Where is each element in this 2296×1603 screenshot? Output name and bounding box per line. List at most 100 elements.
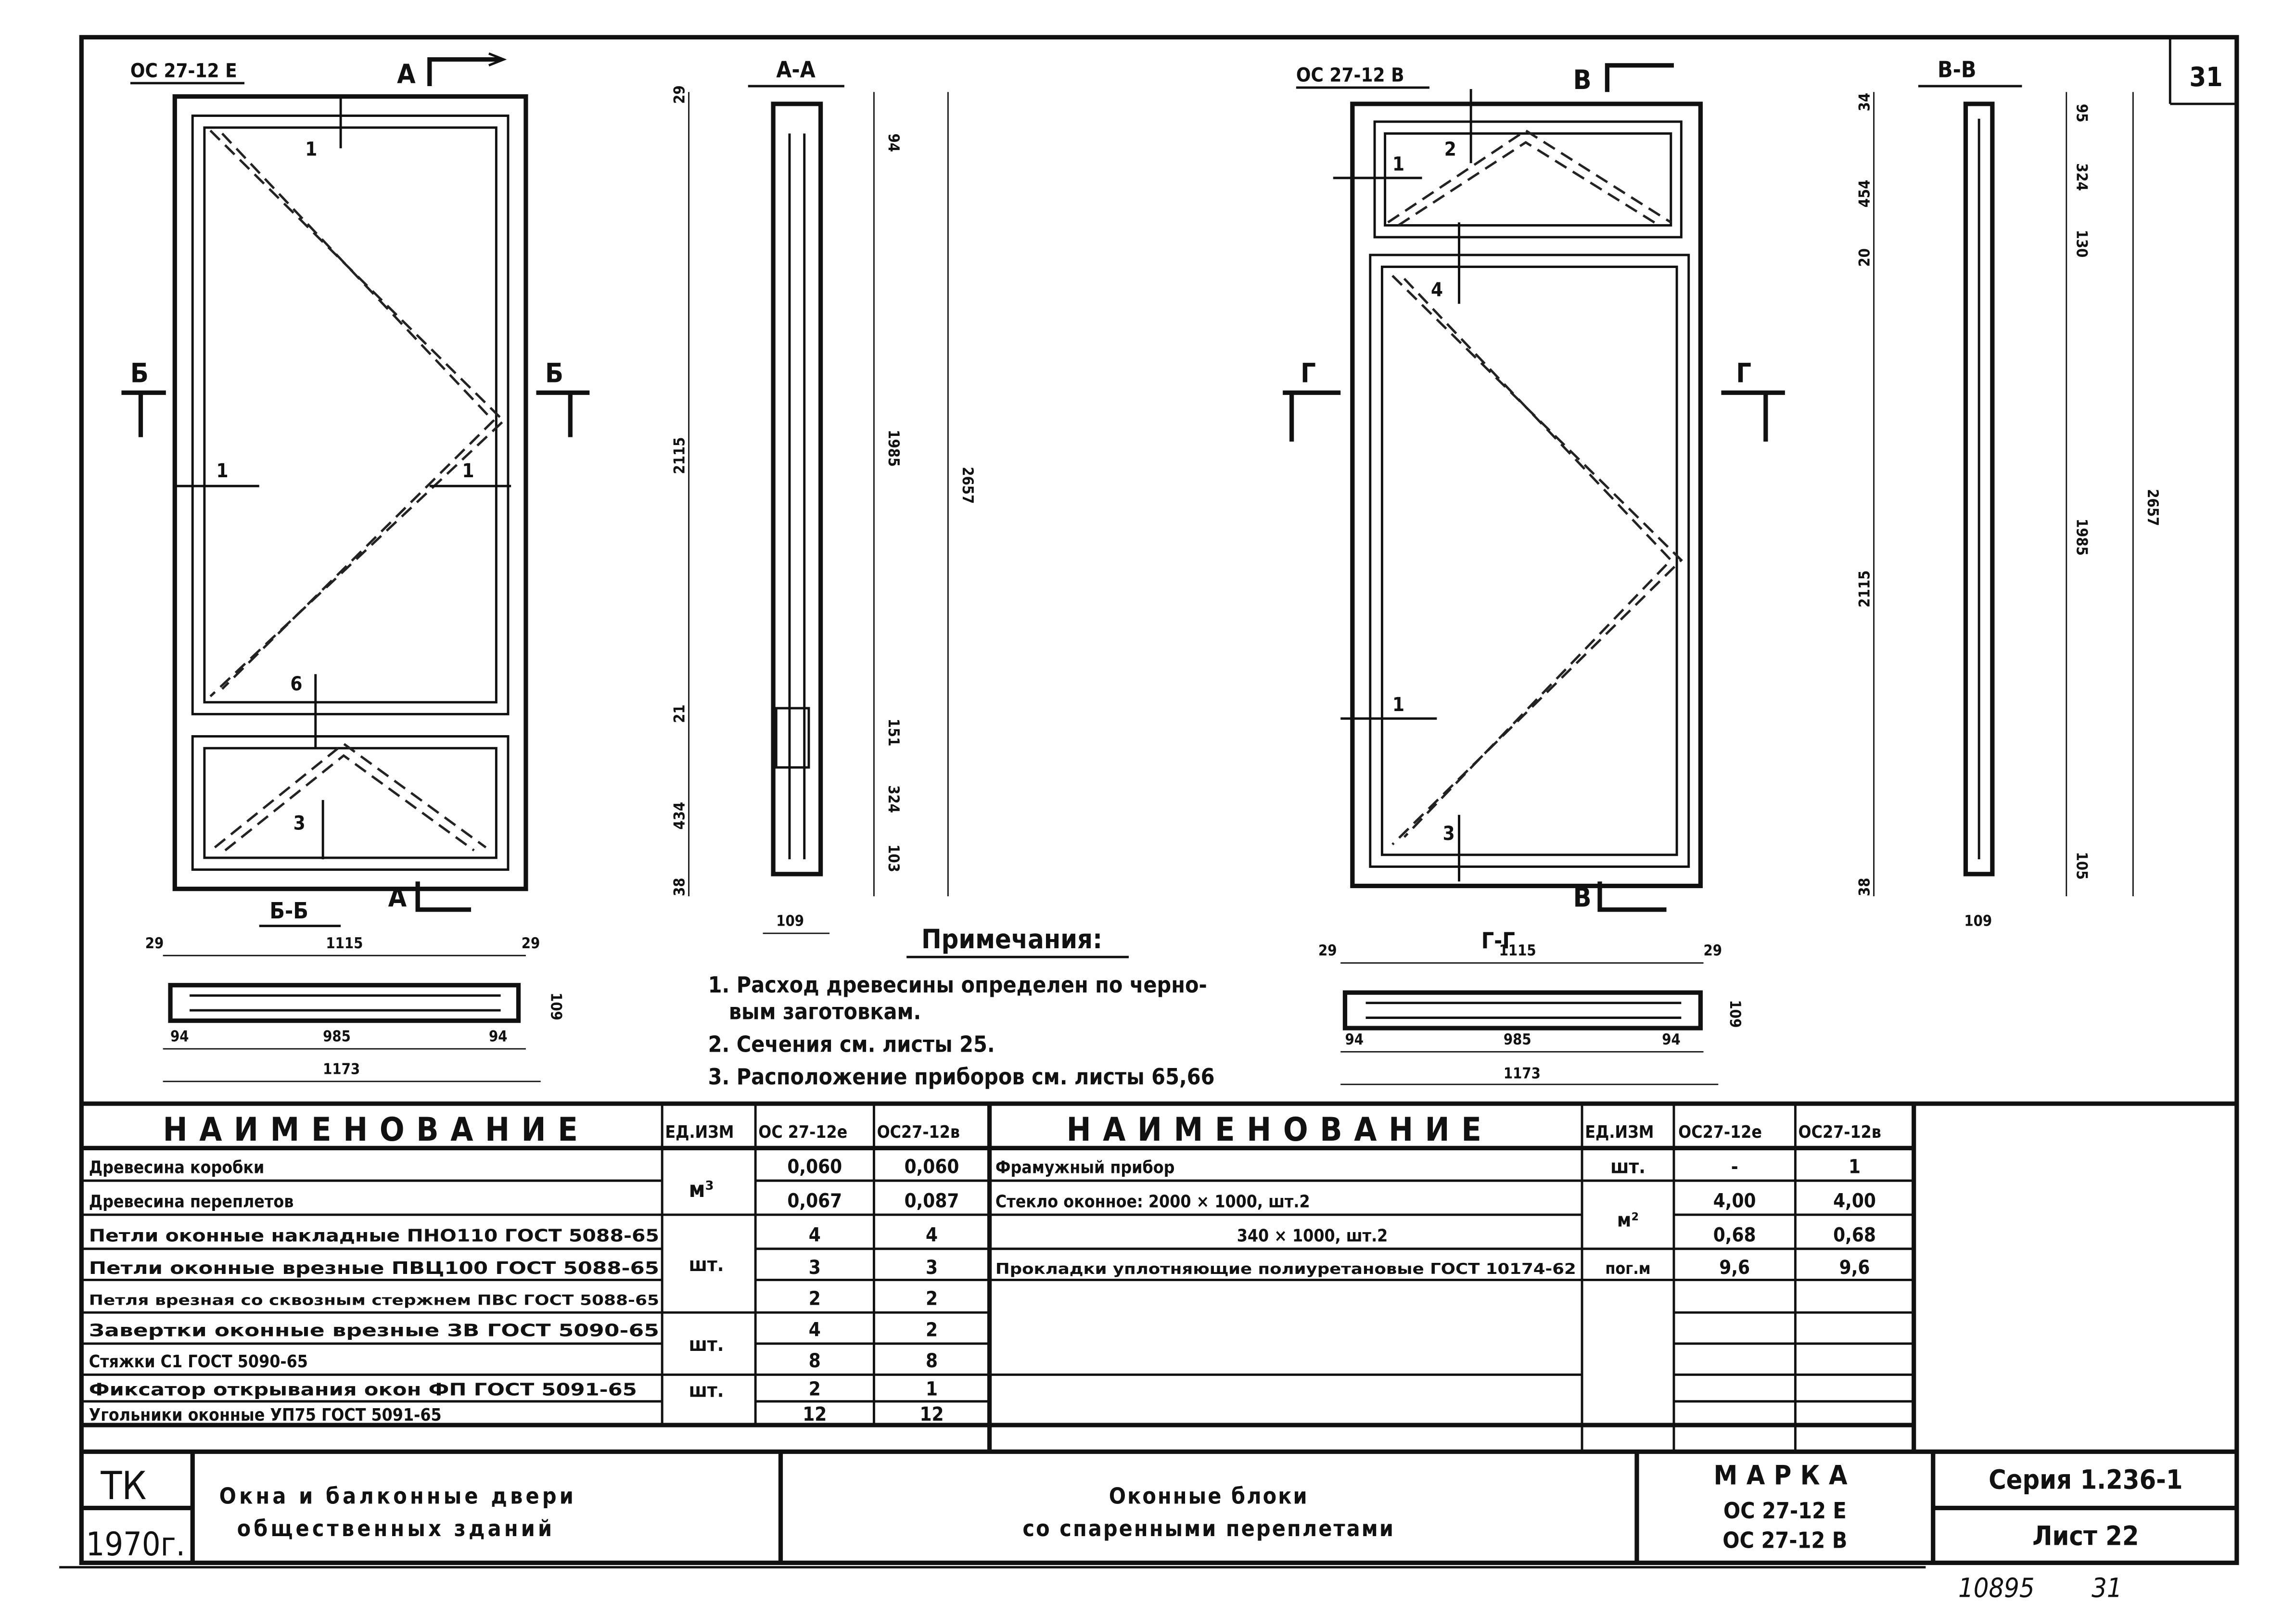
svg-text:1985: 1985 — [885, 430, 902, 467]
svg-text:Древесина коробки: Древесина коробки — [89, 1158, 265, 1178]
svg-text:1: 1 — [1392, 153, 1404, 175]
svg-text:Стекло оконное: 2000 × 1000, ш: Стекло оконное: 2000 × 1000, шт.2 — [995, 1192, 1310, 1212]
svg-text:2115: 2115 — [671, 437, 688, 474]
svg-text:8: 8 — [809, 1350, 821, 1372]
svg-text:94: 94 — [489, 1028, 508, 1045]
right-elevation: ОС 27-12 В В Г Г 2 1 4 1 3 В — [1283, 63, 1785, 914]
svg-text:Примечания:: Примечания: — [921, 924, 1102, 955]
svg-text:324: 324 — [2073, 163, 2090, 191]
svg-text:Окна и балконные двери: Окна и балконные двери — [219, 1483, 576, 1509]
svg-text:2: 2 — [1444, 139, 1456, 161]
svg-text:0,087: 0,087 — [905, 1190, 959, 1212]
svg-text:2115: 2115 — [1856, 571, 1873, 608]
sheet-frame — [79, 35, 2239, 1565]
svg-text:ЕД.ИЗМ: ЕД.ИЗМ — [1585, 1122, 1654, 1142]
svg-text:12: 12 — [919, 1403, 944, 1425]
svg-text:4: 4 — [809, 1224, 821, 1246]
title-block: ТК 1970г. Окна и балконные двери обществ… — [81, 1451, 2237, 1563]
svg-text:4: 4 — [926, 1224, 938, 1246]
svg-text:В: В — [1573, 65, 1592, 96]
svg-text:3: 3 — [809, 1257, 821, 1279]
svg-text:1: 1 — [462, 460, 474, 482]
svg-text:109: 109 — [1964, 913, 1992, 930]
svg-text:ЕД.ИЗМ: ЕД.ИЗМ — [665, 1122, 734, 1142]
svg-text:103: 103 — [885, 844, 902, 872]
svg-text:1: 1 — [926, 1378, 938, 1400]
svg-text:3: 3 — [1443, 823, 1455, 845]
svg-text:1985: 1985 — [2073, 519, 2090, 556]
svg-text:6: 6 — [290, 673, 302, 695]
svg-text:8: 8 — [926, 1350, 938, 1372]
svg-text:94: 94 — [170, 1028, 189, 1045]
svg-text:Г: Г — [1736, 358, 1751, 389]
svg-text:12: 12 — [803, 1403, 827, 1425]
svg-text:Петля врезная со сквозным стер: Петля врезная со сквозным стержнем ПВС Г… — [89, 1292, 659, 1309]
svg-text:Фиксатор открывания окон ФП ГО: Фиксатор открывания окон ФП ГОСТ 5091-65 — [89, 1380, 637, 1400]
section-b-b: Б-Б 29 1115 29 94 985 94 1173 109 — [145, 898, 564, 1082]
specification-table: НАИМЕНОВАНИЕ ЕД.ИЗМ ОС 27-12е ОС27-12в м… — [81, 1101, 2237, 1454]
svg-text:А-А: А-А — [776, 57, 816, 83]
svg-text:324: 324 — [885, 785, 902, 813]
svg-text:1: 1 — [216, 460, 228, 482]
svg-text:2: 2 — [809, 1378, 821, 1400]
svg-text:вым заготовкам.: вым заготовкам. — [729, 999, 921, 1025]
svg-text:434: 434 — [671, 802, 688, 830]
svg-text:2657: 2657 — [959, 467, 976, 504]
svg-text:2: 2 — [809, 1288, 821, 1310]
svg-text:пог.м: пог.м — [1605, 1259, 1650, 1278]
section-a-a: А-А 29 2115 21 434 38 94 1985 151 324 10… — [671, 57, 976, 934]
svg-text:Прокладки уплотняющие полиурет: Прокладки уплотняющие полиуретановые ГОС… — [995, 1260, 1576, 1278]
svg-text:0,060: 0,060 — [787, 1156, 842, 1178]
svg-text:3: 3 — [926, 1257, 938, 1279]
svg-text:29: 29 — [145, 935, 164, 952]
svg-text:20: 20 — [1856, 248, 1873, 267]
svg-text:38: 38 — [671, 878, 688, 897]
svg-text:0,067: 0,067 — [787, 1190, 842, 1212]
svg-text:Петли оконные врезные ПВЦ100 Г: Петли оконные врезные ПВЦ100 ГОСТ 5088-6… — [89, 1259, 659, 1278]
svg-text:Лист 22: Лист 22 — [2032, 1521, 2139, 1552]
svg-text:ОС 27-12 В: ОС 27-12 В — [1296, 64, 1404, 87]
svg-text:1: 1 — [305, 139, 317, 161]
svg-text:ОС27-12в: ОС27-12в — [1799, 1122, 1881, 1142]
svg-text:Серия 1.236-1: Серия 1.236-1 — [1989, 1465, 2182, 1496]
svg-text:м³: м³ — [689, 1176, 714, 1202]
svg-text:шт.: шт. — [689, 1380, 724, 1402]
notes: Примечания: 1. Расход древесины определе… — [708, 924, 1215, 1090]
svg-text:4,00: 4,00 — [1833, 1190, 1876, 1212]
svg-text:Фрамужный прибор: Фрамужный прибор — [995, 1158, 1175, 1178]
svg-text:4: 4 — [809, 1319, 821, 1341]
svg-text:ТК: ТК — [100, 1463, 146, 1508]
svg-text:шт.: шт. — [1610, 1156, 1645, 1178]
section-v-v: В-В 34 454 20 2115 38 95 324 130 1985 10… — [1856, 57, 2161, 930]
svg-text:Петли оконные накладные ПНО110: Петли оконные накладные ПНО110 ГОСТ 5088… — [89, 1226, 659, 1246]
svg-text:Древесина переплетов: Древесина переплетов — [89, 1192, 294, 1212]
svg-text:0,060: 0,060 — [905, 1156, 959, 1178]
svg-text:Б: Б — [130, 358, 149, 389]
svg-text:3: 3 — [293, 812, 306, 834]
svg-text:21: 21 — [671, 704, 688, 723]
svg-text:ОС 27-12 Е: ОС 27-12 Е — [130, 60, 237, 82]
svg-text:м²: м² — [1617, 1209, 1639, 1232]
svg-text:Угольники оконные УП75 ГОСТ 50: Угольники оконные УП75 ГОСТ 5091-65 — [89, 1405, 442, 1425]
svg-text:1115: 1115 — [1499, 942, 1536, 959]
svg-text:34: 34 — [1856, 93, 1873, 112]
svg-text:9,6: 9,6 — [1839, 1257, 1870, 1279]
svg-text:ОС 27-12 Е: ОС 27-12 Е — [1723, 1498, 1847, 1524]
svg-text:Оконные блоки: Оконные блоки — [1109, 1483, 1309, 1509]
svg-text:29: 29 — [1704, 942, 1722, 959]
svg-text:-: - — [1731, 1156, 1738, 1178]
svg-text:В: В — [1573, 883, 1592, 914]
svg-text:МАРКА: МАРКА — [1714, 1460, 1856, 1491]
svg-text:94: 94 — [1345, 1031, 1364, 1048]
svg-text:3. Расположение приборов см. л: 3. Расположение приборов см. листы 65,66 — [708, 1064, 1215, 1090]
svg-text:985: 985 — [1504, 1031, 1531, 1048]
svg-text:454: 454 — [1856, 180, 1873, 208]
svg-text:1115: 1115 — [326, 935, 363, 952]
svg-text:95: 95 — [2073, 104, 2090, 123]
svg-text:105: 105 — [2073, 852, 2090, 880]
svg-text:38: 38 — [1856, 878, 1873, 897]
svg-text:2: 2 — [926, 1319, 938, 1341]
svg-text:ОС 27-12е: ОС 27-12е — [758, 1122, 847, 1142]
svg-text:109: 109 — [547, 992, 564, 1020]
